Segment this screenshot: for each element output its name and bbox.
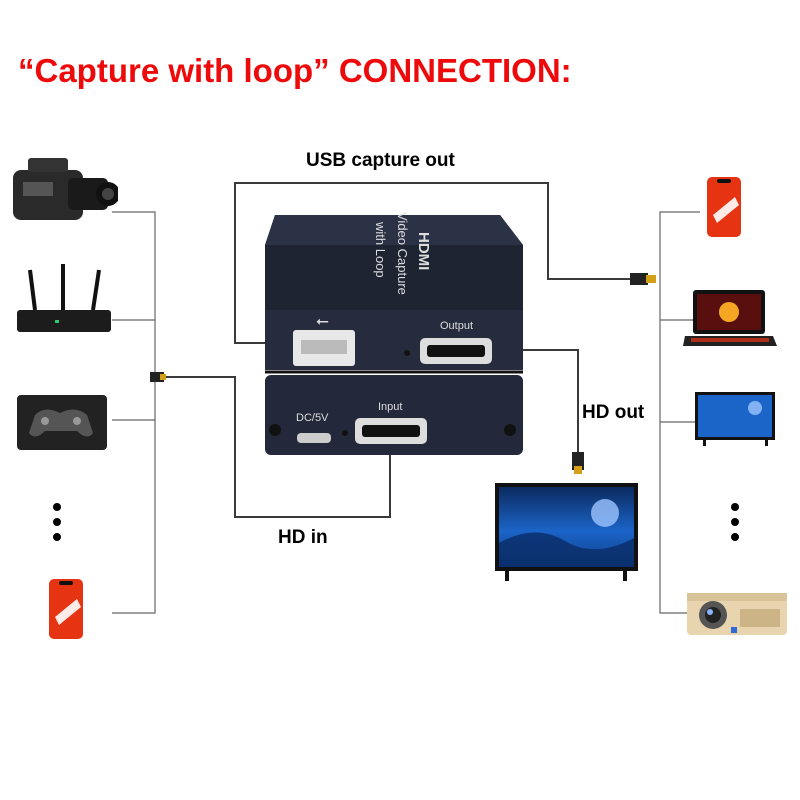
tv-icon: [495, 483, 638, 581]
power-port-label: DC/5V: [296, 412, 329, 424]
output-port-label: Output: [440, 320, 474, 332]
device-brand: HDMI: [415, 232, 432, 271]
hd-in-label: HD in: [278, 527, 328, 548]
game-console-icon: [17, 395, 107, 450]
router-icon: [17, 264, 111, 332]
camcorder-icon: [13, 158, 118, 220]
smartphone-icon: [49, 579, 83, 639]
input-port-label: Input: [378, 401, 403, 413]
capture-device: [265, 215, 523, 455]
monitor-icon: [695, 392, 775, 446]
more-inputs-dots: [52, 503, 62, 548]
usb-capture-out-label: USB capture out: [306, 150, 455, 171]
projector-icon: [687, 593, 787, 635]
page-title: “Capture with loop” CONNECTION:: [18, 52, 572, 89]
device-name-line1: Video Capture: [395, 212, 410, 295]
hd-out-label: HD out: [582, 402, 645, 423]
device-name-line2: with Loop: [373, 222, 388, 278]
usb-port-icon: ⭠: [316, 313, 329, 330]
smartphone-icon: [707, 177, 741, 237]
laptop-icon: [683, 290, 777, 346]
more-outputs-dots: [730, 503, 740, 548]
